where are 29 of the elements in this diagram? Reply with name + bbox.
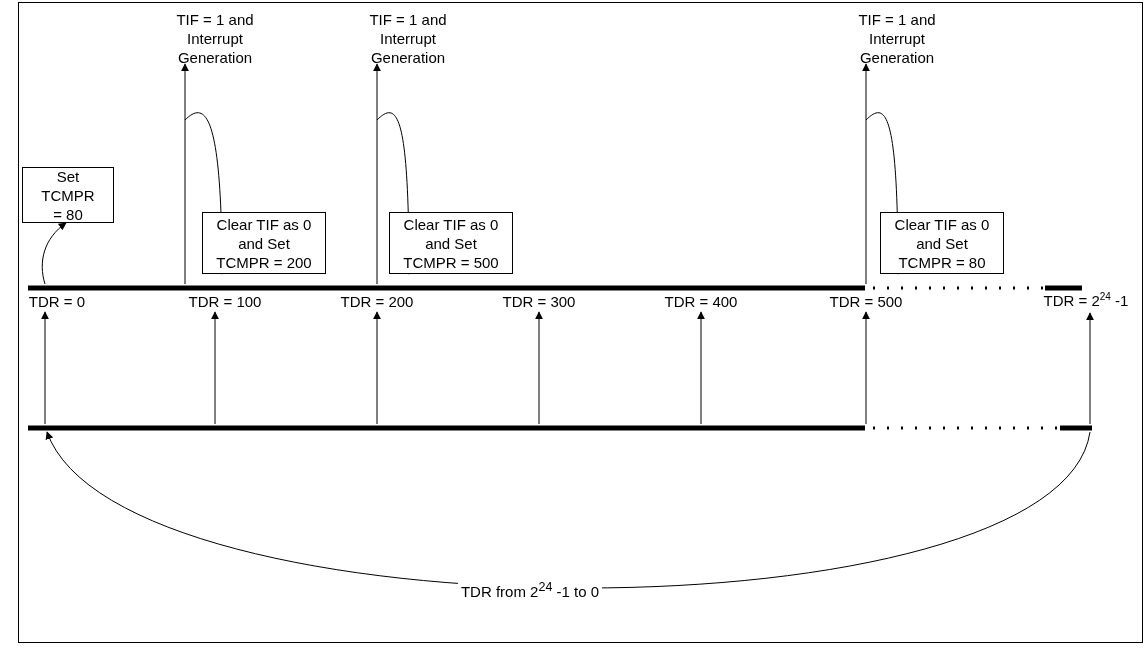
- counter-label: TDR = 400: [651, 290, 751, 312]
- note-box: Clear TIF as 0 and Set TCMPR = 200: [202, 212, 326, 274]
- arrow: [211, 311, 219, 425]
- arrow: [697, 311, 705, 425]
- arrow: [373, 63, 381, 285]
- timeline-bar: [28, 284, 1082, 292]
- arrow: [41, 311, 49, 425]
- counter-label: TDR = 2$^{24}$ -1: [1030, 287, 1142, 313]
- arrow: [373, 311, 381, 425]
- arrow: [41, 222, 67, 285]
- counter-label: TDR = 200: [327, 290, 427, 312]
- counter-label: TDR = 300: [489, 290, 589, 312]
- counter-label: TDR = 100: [175, 290, 275, 312]
- note-box: Set TCMPR = 80: [22, 167, 114, 223]
- arrow: [862, 311, 870, 425]
- event-label: TIF = 1 and Interrupt Generation: [160, 12, 270, 64]
- arrow: [862, 63, 870, 285]
- counter-label: TDR = 0: [21, 290, 93, 312]
- arrow: [535, 311, 543, 425]
- arrow: [46, 431, 1091, 589]
- note-box: Clear TIF as 0 and Set TCMPR = 500: [389, 212, 513, 274]
- counter-label: TDR = 500: [816, 290, 916, 312]
- note-box: Clear TIF as 0 and Set TCMPR = 80: [880, 212, 1004, 274]
- arrow: [181, 63, 189, 285]
- timeline-bar: [28, 424, 1092, 432]
- event-label: TIF = 1 and Interrupt Generation: [842, 12, 952, 64]
- event-label: TIF = 1 and Interrupt Generation: [353, 12, 463, 64]
- arrow: [1086, 312, 1094, 425]
- edge-label: TDR from 2$^{24}$ -1 to 0: [457, 580, 603, 600]
